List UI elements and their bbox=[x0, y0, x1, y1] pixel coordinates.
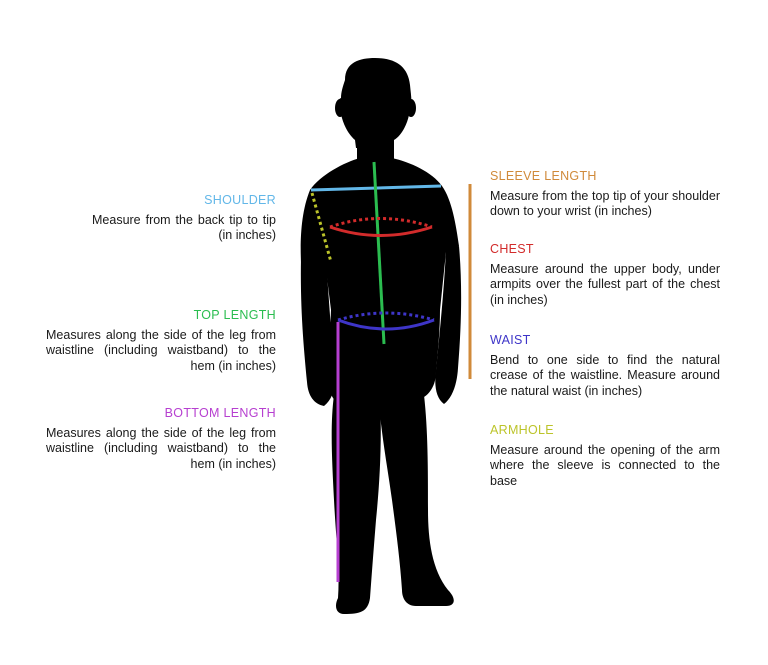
chest-title: CHEST bbox=[490, 242, 534, 256]
chest-desc: Measure around the upper body, under arm… bbox=[490, 261, 720, 307]
shoulder-desc: Measure from the back tip to tip (in inc… bbox=[92, 212, 276, 243]
bottom-length-title: BOTTOM LENGTH bbox=[164, 406, 276, 420]
waist-desc: Bend to one side to find the natural cre… bbox=[490, 352, 720, 398]
waist-line-front bbox=[337, 318, 435, 331]
top-length-title: TOP LENGTH bbox=[193, 308, 276, 322]
chest-line-front bbox=[329, 225, 433, 237]
armhole-info: ARMHOLE Measure around the opening of th… bbox=[490, 423, 720, 489]
waist-line-back bbox=[337, 311, 435, 322]
child-silhouette bbox=[300, 58, 462, 614]
top-length-desc: Measures along the side of the leg from … bbox=[46, 327, 276, 373]
waist-title: WAIST bbox=[490, 333, 531, 347]
chest-info: CHEST Measure around the upper body, und… bbox=[490, 242, 720, 308]
top-length-info: TOP LENGTH Measures along the side of th… bbox=[46, 308, 276, 374]
bottom-length-info: BOTTOM LENGTH Measures along the side of… bbox=[46, 406, 276, 472]
armhole-desc: Measure around the opening of the arm wh… bbox=[490, 442, 720, 488]
armhole-title: ARMHOLE bbox=[490, 423, 554, 437]
sleeve-length-title: SLEEVE LENGTH bbox=[490, 169, 597, 183]
sleeve-length-desc: Measure from the top tip of your shoulde… bbox=[490, 188, 720, 219]
bottom-length-desc: Measures along the side of the leg from … bbox=[46, 425, 276, 471]
shoulder-title: SHOULDER bbox=[204, 193, 276, 207]
chest-line-back bbox=[329, 217, 433, 229]
shoulder-info: SHOULDER Measure from the back tip to ti… bbox=[88, 193, 276, 244]
sleeve-length-info: SLEEVE LENGTH Measure from the top tip o… bbox=[490, 169, 720, 220]
waist-info: WAIST Bend to one side to find the natur… bbox=[490, 333, 720, 399]
